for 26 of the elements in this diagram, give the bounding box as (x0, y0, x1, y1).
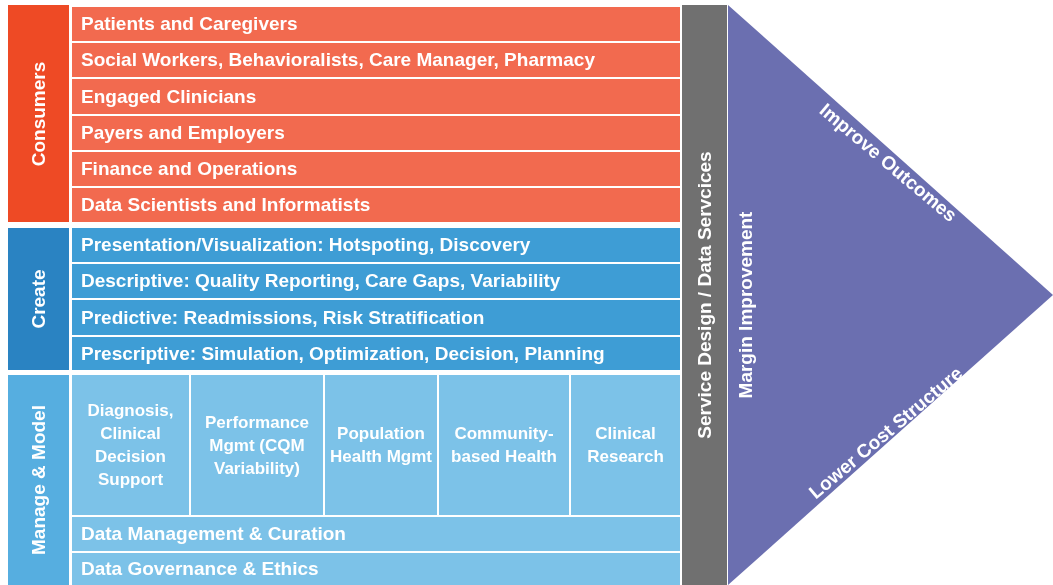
list-row: Finance and Operations (72, 152, 680, 186)
list-row: Data Management & Curation (72, 517, 680, 551)
triangle-label: Margin Improvement (735, 211, 757, 399)
list-row: Social Workers, Behavioralists, Care Manager, Pharmacy (72, 43, 680, 77)
category-band (8, 228, 69, 370)
list-row: Predictive: Readmissions, Risk Stratification (72, 300, 680, 335)
model-cell: Population Health Mgmt (325, 375, 437, 515)
model-cell: Diagnosis, Clinical Decision Support (72, 375, 189, 515)
category-band (8, 375, 69, 585)
band-label: Create (27, 269, 50, 329)
list-row: Patients and Caregivers (72, 7, 680, 41)
category-band (8, 5, 69, 222)
list-row: Data Scientists and Informatists (72, 188, 680, 222)
list-row: Payers and Employers (72, 116, 680, 150)
band-label: Service Design / Data Servcices (693, 151, 716, 439)
list-row: Prescriptive: Simulation, Optimization, Decision, Planning (72, 337, 680, 370)
model-cell: Performance Mgmt (CQM Variability) (191, 375, 323, 515)
service-bar (682, 5, 727, 585)
list-row: Engaged Clinicians (72, 79, 680, 114)
model-cell: Community-based Health (439, 375, 569, 515)
list-row: Descriptive: Quality Reporting, Care Gaps, Variability (72, 264, 680, 298)
band-label: Consumers (27, 61, 50, 166)
list-row: Data Governance & Ethics (72, 553, 680, 585)
list-row: Presentation/Visualization: Hotspoting, Discovery (72, 228, 680, 262)
band-label: Manage & Model (27, 405, 50, 555)
model-cell: Clinical Research (571, 375, 680, 515)
